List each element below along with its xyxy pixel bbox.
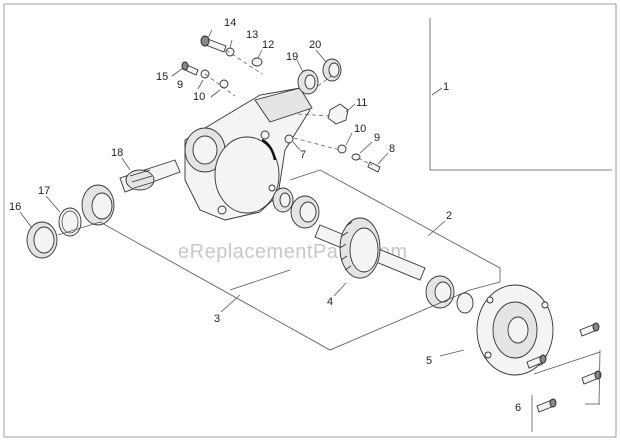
callout-7: 7 <box>300 149 306 161</box>
spacer-ring <box>456 292 474 314</box>
diagram-border <box>3 3 617 438</box>
bolt-6-a <box>579 322 600 337</box>
callout-16: 16 <box>9 201 21 213</box>
callout-13: 13 <box>246 29 258 41</box>
output-gear <box>314 217 426 281</box>
bearing-output-middle <box>290 195 320 229</box>
callout-11: 11 <box>356 97 367 109</box>
callout-19: 19 <box>286 51 298 63</box>
callout-8: 8 <box>389 143 395 155</box>
washer-10-right <box>337 144 347 154</box>
callout-3: 3 <box>214 313 220 325</box>
bearing-output-upper <box>272 187 294 213</box>
callout-20: 20 <box>309 39 321 51</box>
callout-2: 2 <box>446 210 452 222</box>
callout-10-right: 10 <box>354 123 366 135</box>
screw-15 <box>181 61 199 76</box>
callout-10-left: 10 <box>193 91 205 103</box>
explode-guides <box>204 49 373 166</box>
assembly-2-boundary <box>289 169 501 282</box>
callout-5: 5 <box>426 355 432 367</box>
bearing-worm <box>81 184 115 226</box>
assembly-3-boundary <box>57 221 501 351</box>
callout-12: 12 <box>262 39 274 51</box>
callout-4: 4 <box>327 296 333 308</box>
seal-20 <box>322 58 342 82</box>
bearing-19 <box>297 69 319 95</box>
callout-14: 14 <box>224 17 236 29</box>
cover-plate <box>476 284 554 376</box>
worm-shaft <box>119 159 181 193</box>
callout-9-left: 9 <box>177 79 183 91</box>
callout-6: 6 <box>515 402 521 414</box>
bolt-6-b <box>526 354 547 369</box>
snap-ring <box>58 207 82 237</box>
washer-12 <box>251 57 263 67</box>
washer-9-right <box>351 153 361 161</box>
bolt-6-c <box>581 370 602 385</box>
washer-7 <box>284 134 294 144</box>
screw-14 <box>200 35 227 53</box>
assembly-3-lower <box>229 269 291 291</box>
callout-1: 1 <box>443 81 449 93</box>
bolt-6-d <box>536 398 557 413</box>
callout-17: 17 <box>38 185 50 197</box>
callout-18: 18 <box>111 147 123 159</box>
callout-9-right: 9 <box>374 132 380 144</box>
gear-housing <box>184 87 313 221</box>
callout-15: 15 <box>156 71 168 83</box>
nut-11 <box>327 103 349 125</box>
oil-seal <box>26 221 58 259</box>
assembly-1-boundary <box>429 18 612 171</box>
leader-lines <box>19 29 601 432</box>
callout-labels: 1 2 3 4 5 6 7 8 9 10 11 9 10 12 13 14 15… <box>9 17 521 414</box>
washer-10-left <box>219 79 229 89</box>
